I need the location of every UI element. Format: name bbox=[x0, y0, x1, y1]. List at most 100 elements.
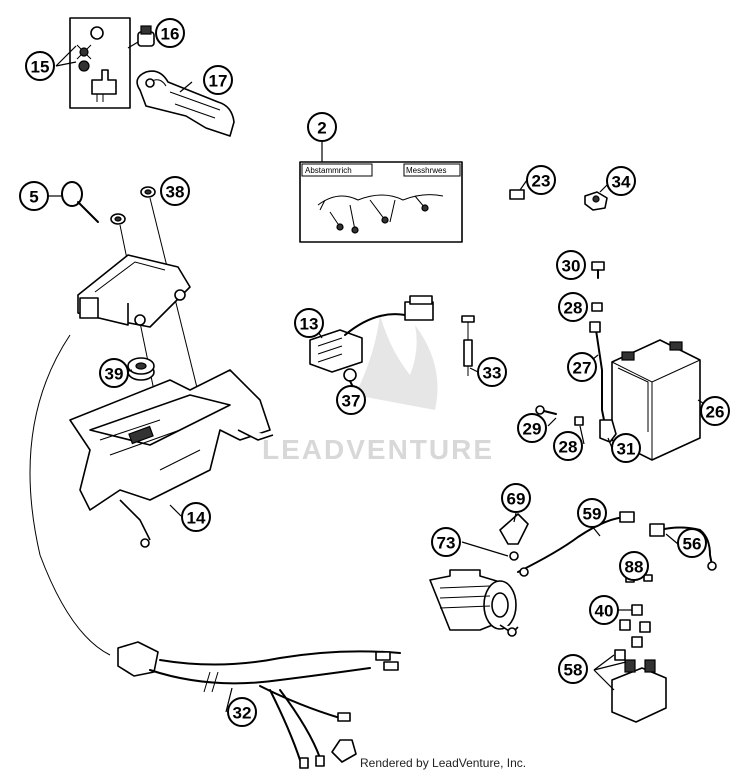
callout-label: 13 bbox=[300, 315, 319, 334]
callout-38: 38 bbox=[160, 176, 190, 206]
callout-59: 59 bbox=[577, 498, 607, 528]
watermark: LEADVENTURE bbox=[262, 315, 494, 465]
callout-label: 14 bbox=[187, 509, 206, 528]
callout-label: 28 bbox=[559, 438, 578, 457]
callout-33: 33 bbox=[477, 357, 507, 387]
callout-73: 73 bbox=[431, 527, 461, 557]
part-23-nut bbox=[509, 189, 525, 200]
callout-circle bbox=[19, 181, 49, 211]
callout-circle bbox=[160, 176, 190, 206]
callout-29: 29 bbox=[517, 413, 547, 443]
callout-label: 88 bbox=[625, 558, 644, 577]
callout-28a: 28 bbox=[558, 292, 588, 322]
starter-motor bbox=[429, 569, 519, 637]
callout-circle bbox=[619, 551, 649, 581]
callout-bubbles: 15 16 17 2 5 38 23 34 30 28 13 33 27 39 37 26 29 28 31 14 69… bbox=[19, 18, 730, 727]
callout-circle bbox=[294, 308, 324, 338]
callout-88: 88 bbox=[619, 551, 649, 581]
callout-58: 58 bbox=[558, 654, 588, 684]
callout-circle bbox=[431, 527, 461, 557]
callout-label: 40 bbox=[595, 602, 614, 621]
callout-circle bbox=[577, 498, 607, 528]
callout-label: 73 bbox=[437, 534, 456, 553]
callout-label: 17 bbox=[209, 72, 228, 91]
part-34-cap bbox=[584, 191, 608, 211]
callout-69: 69 bbox=[501, 483, 531, 513]
callout-30: 30 bbox=[556, 250, 586, 280]
ecu-module bbox=[77, 254, 191, 328]
part-31-terminal-cover bbox=[599, 419, 617, 443]
part-56-ground-cable bbox=[649, 523, 717, 571]
callout-circle bbox=[553, 431, 583, 461]
callout-5: 5 bbox=[19, 181, 49, 211]
callout-circle bbox=[25, 51, 55, 81]
callout-27: 27 bbox=[567, 352, 597, 382]
callout-label: 28 bbox=[564, 299, 583, 318]
part-58-starter-relay bbox=[593, 649, 667, 723]
callout-34: 34 bbox=[606, 166, 636, 196]
callout-circle bbox=[203, 65, 233, 95]
callout-label: 69 bbox=[507, 490, 526, 509]
callout-label: 33 bbox=[483, 364, 502, 383]
part-69-boot bbox=[499, 513, 529, 545]
callout-label: 5 bbox=[29, 188, 38, 207]
callout-label: 2 bbox=[317, 119, 326, 138]
callout-label: 30 bbox=[562, 257, 581, 276]
callout-label: 59 bbox=[583, 505, 602, 524]
callout-circle bbox=[677, 528, 707, 558]
callout-label: 56 bbox=[683, 535, 702, 554]
callout-39: 39 bbox=[99, 358, 129, 388]
callout-circle bbox=[501, 483, 531, 513]
callout-label: 34 bbox=[612, 173, 631, 192]
callout-circle bbox=[517, 413, 547, 443]
callout-label: 32 bbox=[233, 704, 252, 723]
part-28-nut-top bbox=[591, 302, 603, 312]
part-29-screw bbox=[535, 405, 557, 415]
callout-26: 26 bbox=[700, 396, 730, 426]
part-39-rubber-mount bbox=[127, 357, 155, 381]
callout-circle bbox=[558, 654, 588, 684]
callout-circle bbox=[589, 595, 619, 625]
callout-label: 16 bbox=[161, 25, 180, 44]
callout-circle bbox=[181, 502, 211, 532]
callout-label: 26 bbox=[706, 403, 725, 422]
callout-circle bbox=[700, 396, 730, 426]
callout-circle bbox=[307, 112, 337, 142]
callout-circle bbox=[227, 697, 257, 727]
callout-16: 16 bbox=[155, 18, 185, 48]
callout-37: 37 bbox=[336, 385, 366, 415]
callout-14: 14 bbox=[181, 502, 211, 532]
callout-23: 23 bbox=[526, 165, 556, 195]
harness-label-right: Messhrwes bbox=[406, 166, 446, 175]
callout-2: 2 bbox=[307, 112, 337, 142]
callout-label: 15 bbox=[31, 58, 50, 77]
part-30-bolt bbox=[591, 261, 605, 279]
watermark-text: LEADVENTURE bbox=[262, 434, 494, 465]
callout-circle bbox=[556, 250, 586, 280]
callout-label: 23 bbox=[532, 172, 551, 191]
callout-circle bbox=[611, 433, 641, 463]
part-15-kit-box bbox=[69, 17, 131, 109]
part-32-sub-harness bbox=[29, 334, 401, 769]
part-2-main-harness: Abstammrich Messhrwes bbox=[299, 141, 463, 243]
callout-circle bbox=[477, 357, 507, 387]
harness-label-left: Abstammrich bbox=[305, 166, 352, 175]
part-28-nut-bottom bbox=[574, 416, 584, 426]
part-40-fuses bbox=[619, 604, 651, 648]
part-73-nut bbox=[509, 551, 519, 561]
callout-circle bbox=[336, 385, 366, 415]
callout-label: 31 bbox=[617, 440, 636, 459]
callout-label: 29 bbox=[523, 420, 542, 439]
callout-56: 56 bbox=[677, 528, 707, 558]
part-5-cable-tie bbox=[61, 181, 99, 223]
part-33-fuse bbox=[461, 315, 475, 376]
callout-31: 31 bbox=[611, 433, 641, 463]
part-14-electronics-tray bbox=[69, 369, 274, 548]
part-17-bracket bbox=[136, 70, 235, 137]
callout-28b: 28 bbox=[553, 431, 583, 461]
callout-15: 15 bbox=[25, 51, 55, 81]
callout-17: 17 bbox=[203, 65, 233, 95]
part-59-starter-cable bbox=[517, 511, 635, 577]
callout-label: 27 bbox=[573, 359, 592, 378]
